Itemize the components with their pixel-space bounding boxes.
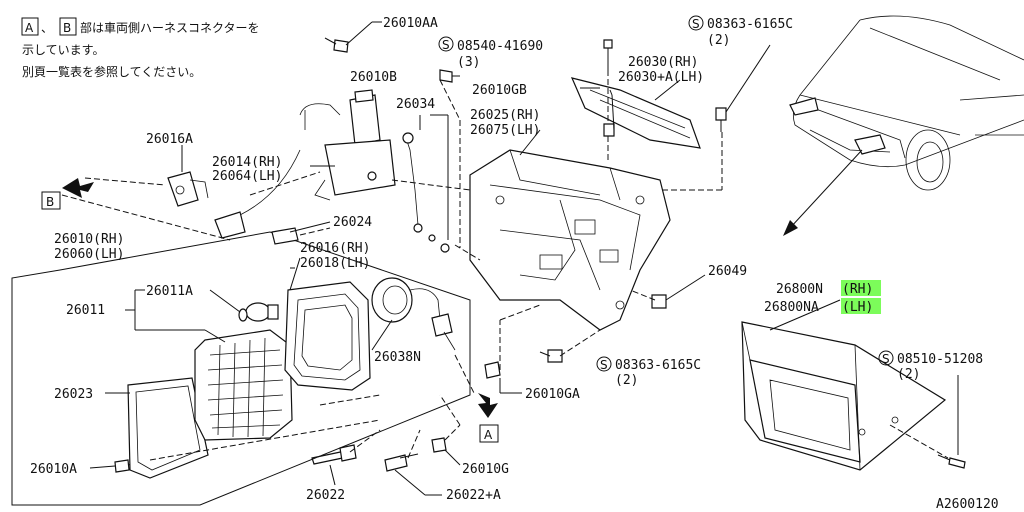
label-26049: 26049 xyxy=(708,264,747,279)
label-26010A: 26010A xyxy=(30,462,77,477)
fasteners xyxy=(114,37,727,473)
connector-a-letter: A xyxy=(484,428,493,442)
label-26034: 26034 xyxy=(396,97,435,112)
dashed-guides xyxy=(61,70,723,461)
screw-08363-a xyxy=(715,107,727,121)
label-08363-6165C-top: 08363-6165C xyxy=(707,17,793,32)
headlamp-bracket-26025 xyxy=(469,149,671,331)
label-26024: 26024 xyxy=(333,215,372,230)
label-08363-qty-bottom: (2) xyxy=(615,373,638,388)
note-box-a-letter: A xyxy=(25,21,34,35)
nut-26010G xyxy=(431,437,447,453)
harness-note: A 、 B 部は車両側ハーネスコネクターを 示しています。 別頁一覧表を参照して… xyxy=(21,17,260,79)
label-08540-qty: (3) xyxy=(457,55,480,70)
label-26800NA: 26800NA xyxy=(764,300,819,315)
label-26022: 26022 xyxy=(306,488,345,503)
label-08363-qty-top: (2) xyxy=(707,33,730,48)
car-pointer-arrow xyxy=(783,149,863,236)
label-26010GA: 26010GA xyxy=(525,387,580,402)
bulb-26011A xyxy=(238,302,279,322)
nut-26049 xyxy=(651,294,667,309)
headlamp-cover-26800N xyxy=(741,321,947,471)
connector-b-marker: B xyxy=(41,178,94,210)
part-labels: 26010AA 08540-41690 (3) 08363-6165C (2) … xyxy=(30,16,999,512)
label-08510-51208: 08510-51208 xyxy=(897,352,983,367)
label-26023: 26023 xyxy=(54,387,93,402)
label-26014-rh: 26014(RH) xyxy=(212,155,282,170)
label-08540-41690: 08540-41690 xyxy=(457,39,543,54)
car-illustration xyxy=(789,15,1024,191)
note-box-a xyxy=(21,17,39,36)
note-line-1: 部は車両側ハーネスコネクターを xyxy=(80,20,260,35)
label-26016A: 26016A xyxy=(146,132,193,147)
screw-26010A xyxy=(114,459,130,473)
clip-26010B xyxy=(439,69,453,83)
socket-boot-26038N xyxy=(371,277,456,351)
label-26010G: 26010G xyxy=(462,462,509,477)
label-26030-lh: 26030+A(LH) xyxy=(618,70,704,85)
switch-26016A xyxy=(167,171,209,207)
note-line-2: 示しています。 xyxy=(22,43,104,57)
connector-b-letter: B xyxy=(46,195,54,209)
link-rod-26034 xyxy=(402,114,449,240)
screw-08540 xyxy=(603,39,613,49)
label-26800N: 26800N xyxy=(776,282,823,297)
label-26030-rh: 26030(RH) xyxy=(628,55,698,70)
label-26011A: 26011A xyxy=(146,284,193,299)
connector-a-marker: A xyxy=(478,393,499,443)
highlight-lh xyxy=(841,298,881,314)
leader-lines xyxy=(89,21,841,496)
svg-text:、: 、 xyxy=(41,21,53,35)
label-26016-rh: 26016(RH) xyxy=(300,241,370,256)
screw-symbol: S xyxy=(600,358,608,372)
label-26022A: 26022+A xyxy=(446,488,501,503)
label-26060-lh: 26060(LH) xyxy=(54,247,124,262)
label-26010B: 26010B xyxy=(350,70,397,85)
nut-26010GB xyxy=(603,123,615,137)
nut-26010GA xyxy=(484,361,501,379)
screw-08510 xyxy=(889,375,966,469)
screw-symbol: S xyxy=(882,352,890,366)
screw-symbol: S xyxy=(692,17,700,31)
connector-26024 xyxy=(271,227,299,245)
note-box-b xyxy=(59,17,77,36)
label-26010GB: 26010GB xyxy=(472,83,527,98)
upper-garnish-26030 xyxy=(570,77,701,149)
label-26800N-rh: (RH) xyxy=(842,282,873,297)
label-26038N: 26038N xyxy=(374,350,421,365)
highlight-rh xyxy=(841,280,881,296)
bolt-26010AA xyxy=(333,39,349,53)
screw-symbol: S xyxy=(442,38,450,52)
adjust-screw-26022 xyxy=(311,444,419,472)
screw-08363-b xyxy=(547,349,563,363)
label-26025-rh: 26025(RH) xyxy=(470,108,540,123)
label-26010AA: 26010AA xyxy=(383,16,438,31)
label-26064-lh: 26064(LH) xyxy=(212,169,282,184)
label-08510-qty: (2) xyxy=(897,367,920,382)
label-26011: 26011 xyxy=(66,303,105,318)
diagram-code: A2600120 xyxy=(936,497,999,512)
sealed-beam-26011 xyxy=(194,329,293,441)
label-26018-lh: 26018(LH) xyxy=(300,256,370,271)
note-box-b-letter: B xyxy=(63,21,71,35)
label-08363-6165C-bottom: 08363-6165C xyxy=(615,358,701,373)
label-26010-rh: 26010(RH) xyxy=(54,232,124,247)
screw-symbols: S S S S xyxy=(438,15,894,372)
headlamp-assembly-box xyxy=(11,231,471,506)
note-line-3: 別頁一覧表を参照してください。 xyxy=(22,64,201,79)
mounting-ring-26016 xyxy=(284,281,371,391)
headlamp-motor-26014 xyxy=(214,89,396,239)
label-26800NA-lh: (LH) xyxy=(842,300,873,315)
label-26075-lh: 26075(LH) xyxy=(470,123,540,138)
